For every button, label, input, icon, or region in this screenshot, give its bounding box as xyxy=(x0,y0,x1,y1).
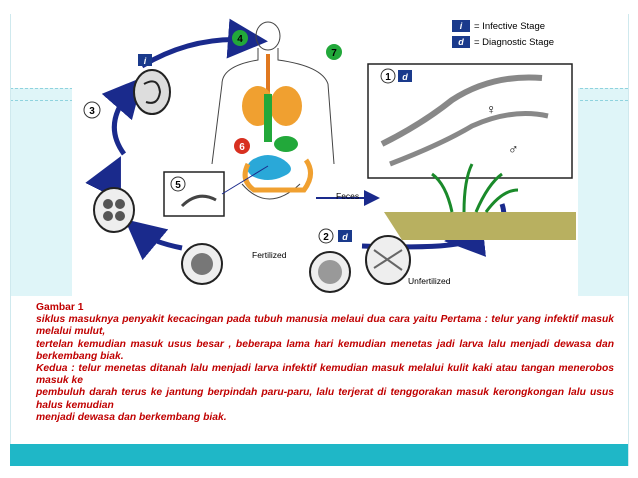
footer-band xyxy=(10,444,628,466)
stage-marker-3-label: 3 xyxy=(89,106,95,117)
legend-infective: i = Infective Stage xyxy=(452,18,554,34)
grass-soil xyxy=(384,163,576,240)
slide-left-border xyxy=(10,14,11,466)
fertilized-label: Fertilized xyxy=(252,250,287,260)
stage-legend: i = Infective Stage d = Diagnostic Stage xyxy=(452,18,554,50)
figure-caption: Gambar 1 siklus masuknya penyakit kecaci… xyxy=(36,302,614,424)
caption-line-4: pembuluh darah terus ke jantung berpinda… xyxy=(36,387,614,411)
stage-marker-1-label: 1 xyxy=(385,72,391,83)
egg-left-middle xyxy=(93,187,135,233)
stage-marker-4-label: 4 xyxy=(237,34,243,45)
caption-line-5: menjadi dewasa dan berkembang biak. xyxy=(36,411,227,423)
stage-marker-6: 6 xyxy=(234,138,250,154)
stage-marker-2: 2 xyxy=(318,228,334,244)
stage-marker-4: 4 xyxy=(232,30,248,46)
caption-title: Gambar 1 xyxy=(36,302,84,313)
egg-bottom-left xyxy=(181,243,223,285)
stage-marker-7-label: 7 xyxy=(331,48,337,59)
diagnostic-badge: d xyxy=(452,36,470,48)
stage-1-badge-letter: d xyxy=(402,72,408,82)
cycle-arrow-top xyxy=(140,18,268,69)
slide-right-border xyxy=(628,14,629,466)
infective-egg-stage-1: i xyxy=(133,54,171,115)
caption-line-2: tertelan kemudian masuk usus besar , beb… xyxy=(36,338,614,362)
infective-badge: i xyxy=(452,20,470,32)
infective-label: = Infective Stage xyxy=(474,20,546,32)
stage-1-top-badge-letter: i xyxy=(144,56,147,66)
top-band xyxy=(0,0,638,14)
caption-line-3: Kedua : telur menetas ditanah lalu menja… xyxy=(36,363,614,387)
legend-diagnostic: d = Diagnostic Stage xyxy=(452,34,554,50)
human-body-figure xyxy=(211,21,335,200)
stage-marker-3: 3 xyxy=(83,101,101,119)
feces-label: Feces xyxy=(336,191,360,201)
caption-line-1: siklus masuknya penyakit kecacingan pada… xyxy=(36,314,614,338)
unfertilized-label: Unfertilized xyxy=(408,276,451,286)
egg-fertilized xyxy=(309,251,351,293)
life-cycle-diagram: 4 7 6 3 2 d i xyxy=(72,14,578,296)
stage-marker-7: 7 xyxy=(326,44,342,60)
svg-text:♂: ♂ xyxy=(508,141,519,157)
larva-box-stage-5: 5 xyxy=(163,165,269,217)
cycle-arrow-left-upper xyxy=(101,76,144,156)
adult-worm-box: 1 d ♀ ♂ xyxy=(367,63,573,179)
stage-2-badge-letter: d xyxy=(342,232,348,242)
svg-text:♀: ♀ xyxy=(486,101,497,117)
stage-marker-2-label: 2 xyxy=(323,232,329,243)
stage-2-badge xyxy=(338,230,352,242)
stage-marker-1: 1 xyxy=(380,68,396,84)
life-cycle-svg: 4 7 6 3 2 d i xyxy=(83,18,576,293)
diagnostic-label: = Diagnostic Stage xyxy=(474,36,555,48)
stage-marker-6-label: 6 xyxy=(239,142,245,153)
egg-unfertilized xyxy=(365,235,411,285)
stage-marker-5-label: 5 xyxy=(175,180,181,191)
cycle-arrow-bottom-left xyxy=(124,219,183,261)
